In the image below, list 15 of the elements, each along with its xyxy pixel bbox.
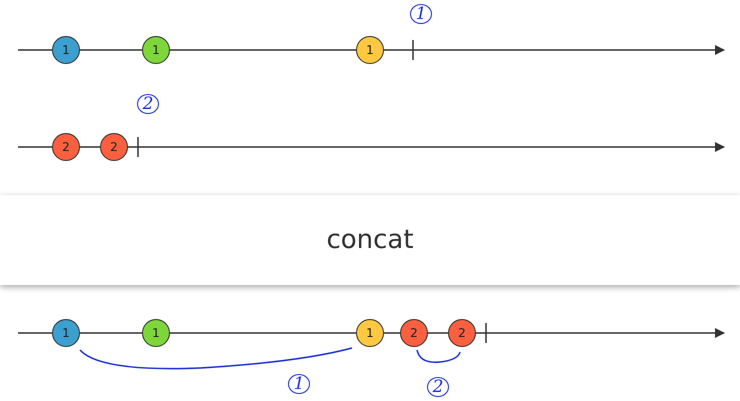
marble: 1 [142,36,170,64]
marble: 1 [356,319,384,347]
marble: 1 [52,319,80,347]
marble: 2 [52,133,80,161]
marble: 2 [448,319,476,347]
handwritten-number: 1 [410,4,432,24]
operator-panel: concat [0,195,740,285]
handwritten-number: 2 [137,94,159,114]
marble: 1 [356,36,384,64]
handwritten-number: 2 [427,377,449,397]
marble: 1 [52,36,80,64]
marble: 1 [142,319,170,347]
marble: 2 [100,133,128,161]
handwritten-number: 1 [288,374,310,394]
marble: 2 [400,319,428,347]
